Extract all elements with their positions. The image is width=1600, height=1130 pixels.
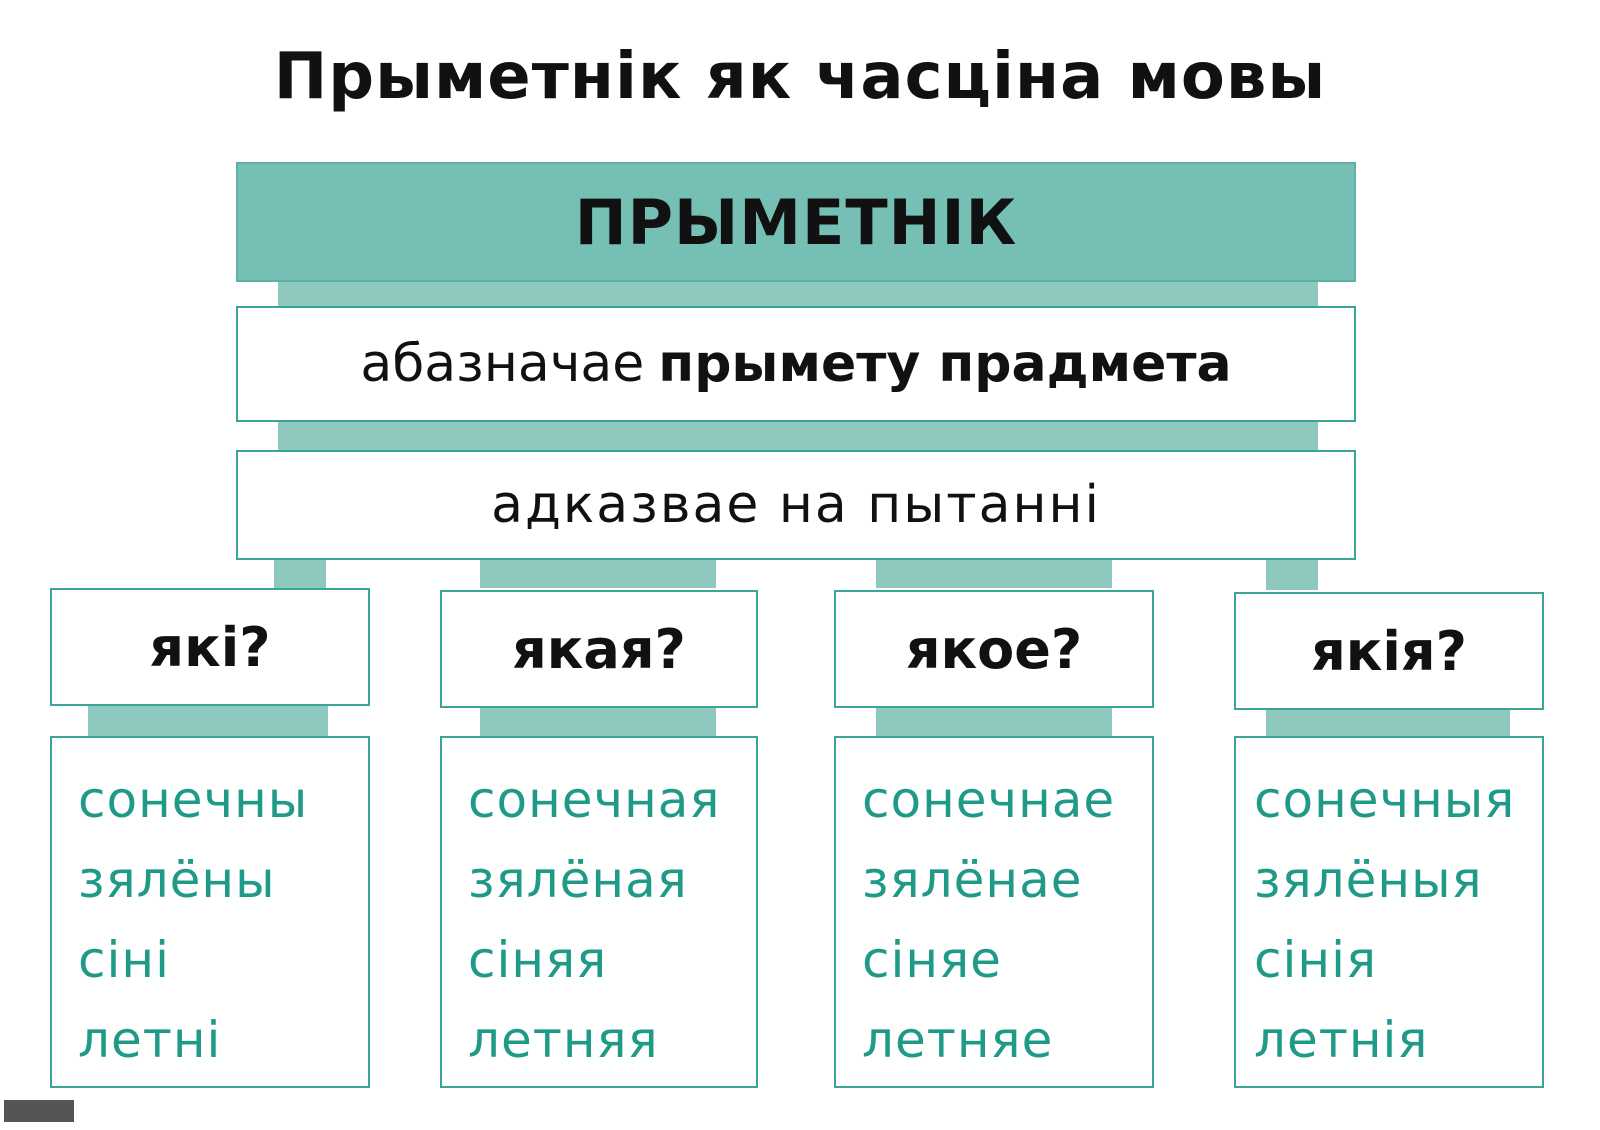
question-box-masc: які?: [50, 588, 370, 706]
question-label: які?: [149, 615, 271, 679]
word-item: сіні: [78, 931, 170, 989]
word-list-masc: сонечны зялёны сіні летні: [50, 736, 370, 1088]
word-list-neut: сонечнае зялёнае сіняе летняе: [834, 736, 1154, 1088]
word-item: летнія: [1254, 1011, 1429, 1069]
word-item: сінія: [1254, 931, 1378, 989]
adjective-header-label: ПРЫМЕТНІК: [574, 185, 1018, 259]
connector-q2-words: [480, 708, 716, 736]
poster-title: Прыметнік як часціна мовы: [273, 40, 1327, 114]
word-item: сонечная: [468, 771, 721, 829]
definition-plain: абазначае: [360, 334, 645, 394]
connector-def-ask: [278, 422, 1318, 450]
word-item: сонечныя: [1254, 771, 1516, 829]
word-item: зялёны: [78, 851, 276, 909]
definition-box: абазначае прымету прадмета: [236, 306, 1356, 422]
word-list-fem: сонечная зялёная сіняя летняя: [440, 736, 758, 1088]
question-prompt-box: адказвае на пытанні: [236, 450, 1356, 560]
connector-q4-words: [1266, 708, 1510, 736]
publisher-logo: [4, 1100, 74, 1122]
word-item: сіняя: [468, 931, 608, 989]
word-item: летняе: [862, 1011, 1054, 1069]
word-item: зялёнае: [862, 851, 1083, 909]
word-item: сонечнае: [862, 771, 1116, 829]
question-box-neut: якое?: [834, 590, 1154, 708]
connector-ask-col4: [1266, 560, 1318, 590]
adjective-header: ПРЫМЕТНІК: [236, 162, 1356, 282]
question-box-plural: якія?: [1234, 592, 1544, 710]
question-label: якія?: [1311, 619, 1467, 683]
word-item: зялёныя: [1254, 851, 1483, 909]
question-box-fem: якая?: [440, 590, 758, 708]
question-prompt-label: адказвае на пытанні: [491, 475, 1101, 535]
connector-q3-words: [876, 708, 1112, 736]
connector-ask-col3: [876, 560, 1112, 588]
word-item: летні: [78, 1011, 222, 1069]
definition-bold: прымету прадмета: [658, 334, 1232, 394]
word-item: зялёная: [468, 851, 688, 909]
connector-main-def: [278, 282, 1318, 306]
word-item: летняя: [468, 1011, 659, 1069]
word-list-plural: сонечныя зялёныя сінія летнія: [1234, 736, 1544, 1088]
question-label: якая?: [512, 617, 686, 681]
connector-q1-words: [88, 706, 328, 736]
question-label: якое?: [905, 617, 1083, 681]
word-item: сіняе: [862, 931, 1002, 989]
word-item: сонечны: [78, 771, 309, 829]
connector-ask-col1: [274, 560, 326, 588]
connector-ask-col2: [480, 560, 716, 588]
